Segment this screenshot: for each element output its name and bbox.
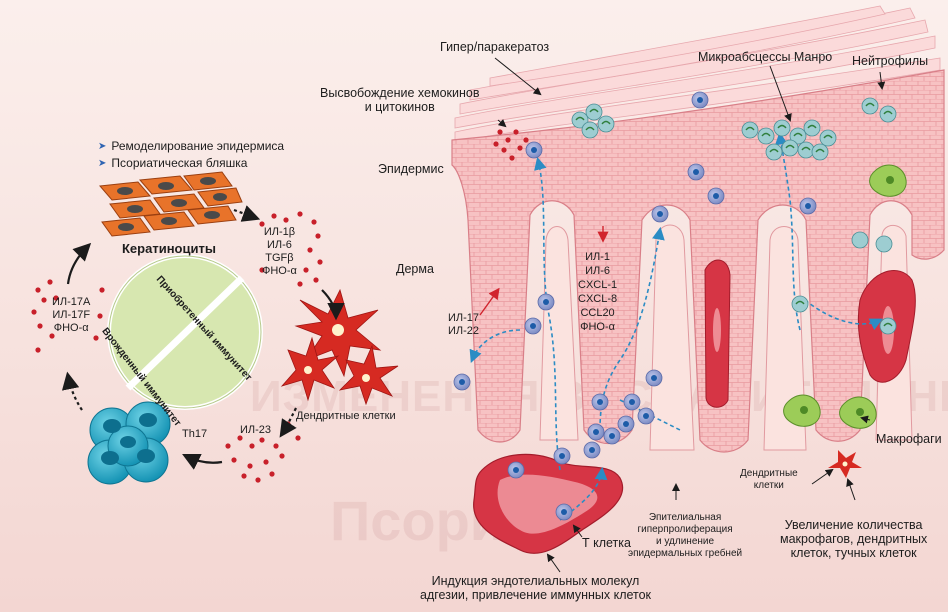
th17-cells [88, 402, 170, 484]
hyperparakeratosis-label: Гипер/паракератоз [440, 40, 549, 54]
epithelial-line: эпидермальных гребней [628, 548, 742, 560]
cytokine-item: ФНО-α [262, 265, 297, 278]
outcome-item-remodeling: ➤ Ремоделирование эпидермиса [98, 138, 284, 155]
dermal-dendritic-line: Дендритные [740, 468, 798, 480]
induction-line: адгезии, привлечение иммунных клеток [420, 588, 651, 602]
munro-microabscess-label: Микроабсцессы Манро [698, 50, 832, 64]
cytokine-item: ИЛ-6 [262, 239, 297, 252]
cell-increase-line: клеток, тучных клеток [780, 546, 927, 560]
dermal-dendritic-cell [828, 450, 862, 478]
keratinocytes [100, 172, 242, 236]
cytokine-item: CCL20 [578, 306, 617, 320]
cytokine-release-line: Высвобождение хемокинов [320, 86, 479, 100]
center-cytokine-list: ИЛ-1 ИЛ-6 CXCL-1 CXCL-8 CCL20 ФНО-α [578, 250, 617, 334]
outcome-label: Ремоделирование эпидермиса [111, 138, 284, 155]
outcome-item-plaque: ➤ Псориатическая бляшка [98, 155, 284, 172]
cytokine-item: ИЛ-1β [262, 226, 297, 239]
cytokine-item: ИЛ-17F [52, 309, 90, 322]
cytokine-release-label: Высвобождение хемокинов и цитокинов [320, 86, 479, 114]
epithelial-line: Эпителиальная [628, 512, 742, 524]
cytokine-item: CXCL-8 [578, 292, 617, 306]
cytokine-item: ИЛ-6 [578, 264, 617, 278]
macrophages-label: Макрофаги [876, 432, 942, 446]
dermal-dendritic-label: Дендритные клетки [740, 468, 798, 492]
bullet-arrow-icon: ➤ [98, 155, 106, 172]
il17-il22-list: ИЛ-17 ИЛ-22 [448, 312, 479, 338]
immunity-circle [109, 256, 261, 408]
cell-increase-line: Увеличение количества [780, 518, 927, 532]
cytokine-item: CXCL-1 [578, 278, 617, 292]
cytokine-item: ФНО-α [578, 320, 617, 334]
bullet-arrow-icon: ➤ [98, 138, 106, 155]
epidermis-label: Эпидермис [378, 162, 444, 176]
neutrophils-label: Нейтрофилы [852, 54, 928, 68]
induction-line: Индукция эндотелиальных молекул [420, 574, 651, 588]
outcome-label: Псориатическая бляшка [111, 155, 247, 172]
cell-increase-label: Увеличение количества макрофагов, дендри… [780, 518, 927, 560]
cytokine-item: ИЛ-17А [52, 296, 90, 309]
epithelial-line: и удлинение [628, 536, 742, 548]
dendritic-cells-label: Дендритные клетки [296, 410, 396, 423]
cell-increase-line: макрофагов, дендритных [780, 532, 927, 546]
left-cytokine-list: ИЛ-17А ИЛ-17F ФНО-α [52, 296, 90, 335]
th17-label: Th17 [182, 428, 207, 441]
endothelial-induction-label: Индукция эндотелиальных молекул адгезии,… [420, 574, 651, 602]
cytokine-item: ИЛ-17 [448, 312, 479, 325]
t-cell-label: Т клетка [582, 536, 631, 550]
cytokine-item: TGFβ [262, 252, 297, 265]
keratinocytes-label: Кератиноциты [122, 242, 216, 256]
epithelial-hyperproliferation-label: Эпителиальная гиперпролиферация и удлине… [628, 512, 742, 560]
dermis-label: Дерма [396, 262, 434, 276]
cytokine-release-line: и цитокинов [320, 100, 479, 114]
cytokine-item: ИЛ-22 [448, 325, 479, 338]
cytokine-item: ФНО-α [52, 322, 90, 335]
right-cytokine-list: ИЛ-1β ИЛ-6 TGFβ ФНО-α [262, 226, 297, 278]
dendritic-cells [282, 290, 398, 404]
dermal-dendritic-line: клетки [740, 480, 798, 492]
outcome-list: ➤ Ремоделирование эпидермиса ➤ Псориатичес… [98, 138, 284, 172]
cytokine-item: ИЛ-1 [578, 250, 617, 264]
il23-label: ИЛ-23 [240, 424, 271, 437]
skin-section [452, 6, 944, 572]
epithelial-line: гиперпролиферация [628, 524, 742, 536]
